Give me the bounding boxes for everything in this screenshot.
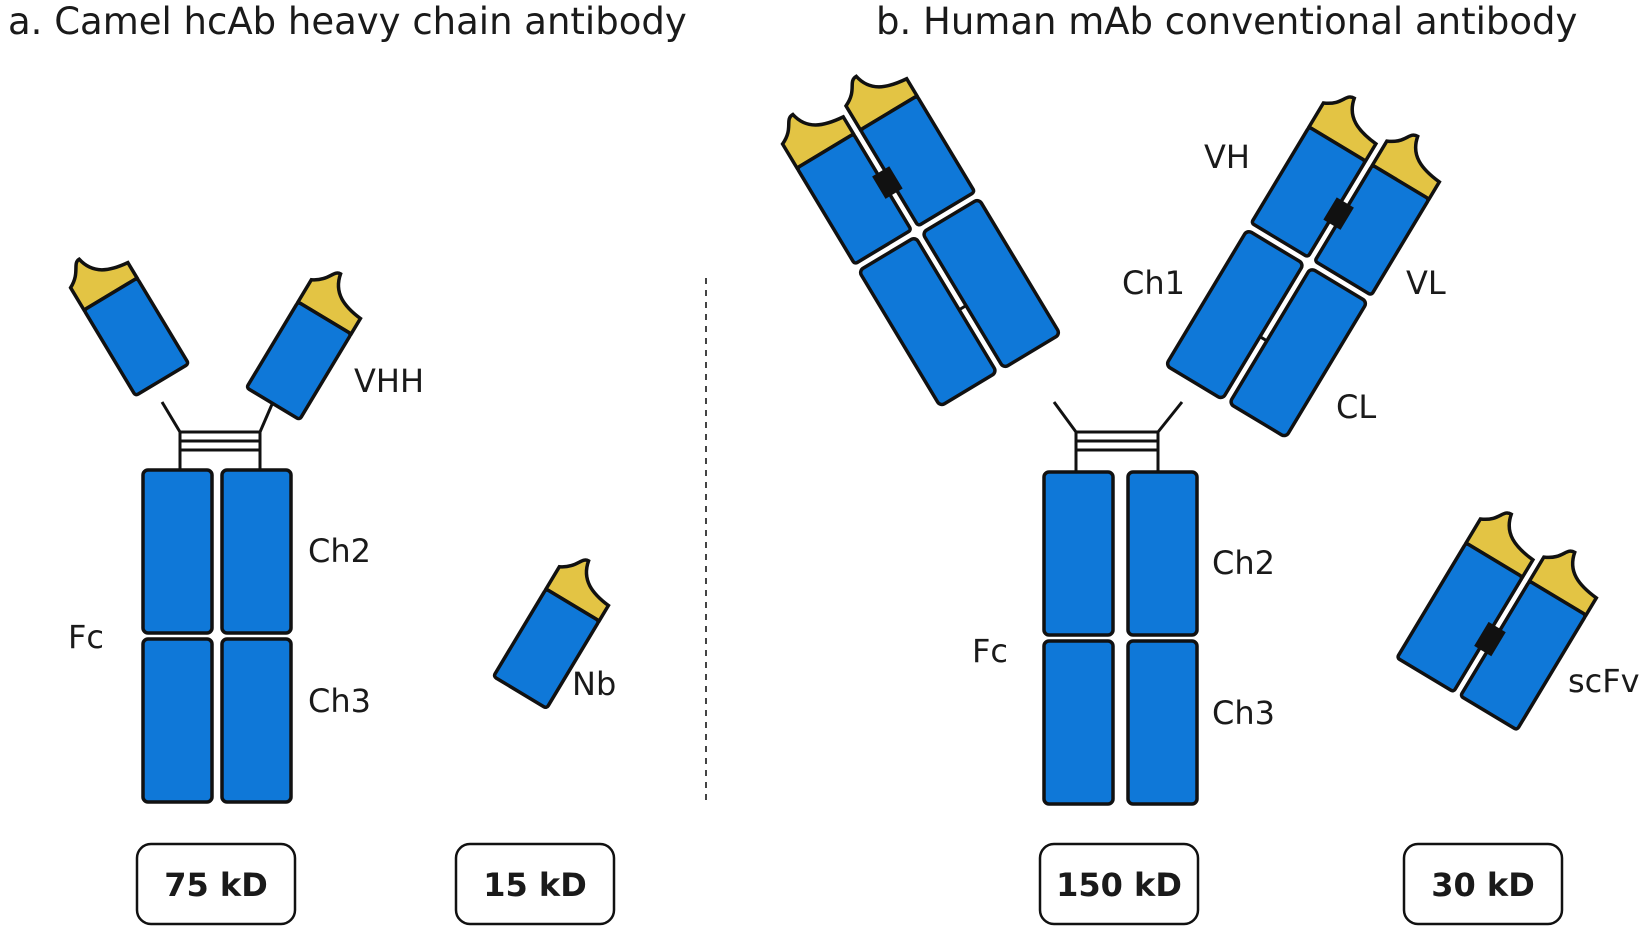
hcab-vhh-left: [58, 236, 190, 397]
label-ch3: Ch3: [308, 682, 371, 720]
weight-box-scfv: 30 kD: [1402, 842, 1564, 926]
panel-b: b. Human mAb conventional antibody: [770, 0, 1640, 926]
label-ch3-b: Ch3: [1212, 694, 1275, 732]
label-ch1: Ch1: [1122, 264, 1185, 302]
label-scfv: scFv: [1568, 662, 1640, 700]
weight-hcab: 75 kD: [164, 866, 268, 904]
weight-scfv: 30 kD: [1431, 866, 1535, 904]
weight-box-hcab: 75 kD: [135, 842, 297, 926]
panel-b-title: b. Human mAb conventional antibody: [876, 0, 1577, 43]
label-nb: Nb: [572, 665, 616, 703]
label-fc: Fc: [68, 618, 104, 656]
scfv: [1396, 500, 1613, 731]
panel-a-title: a. Camel hcAb heavy chain antibody: [8, 0, 687, 43]
weight-box-nb: 15 kD: [454, 842, 616, 926]
weight-mab: 150 kD: [1056, 866, 1182, 904]
label-vhh: VHH: [354, 362, 424, 400]
hcab-hinge: [160, 401, 275, 470]
label-ch2-b: Ch2: [1212, 544, 1275, 582]
weight-nb: 15 kD: [483, 866, 587, 904]
nanobody: [492, 547, 625, 709]
label-vh: VH: [1204, 138, 1250, 176]
label-ch2: Ch2: [308, 532, 371, 570]
hcab-fc: [141, 468, 293, 804]
label-vl: VL: [1406, 264, 1446, 302]
panel-a: a. Camel hcAb heavy chain antibody: [8, 0, 687, 926]
hcab-vhh-right: [245, 260, 377, 421]
mab-fab-left: [770, 53, 1061, 407]
label-fc-b: Fc: [972, 632, 1008, 670]
mab-fab-right: [1165, 84, 1456, 438]
weight-box-mab: 150 kD: [1038, 842, 1200, 926]
label-cl: CL: [1336, 388, 1376, 426]
mab-hinge: [1052, 401, 1184, 472]
mab-fc: [1042, 470, 1199, 806]
